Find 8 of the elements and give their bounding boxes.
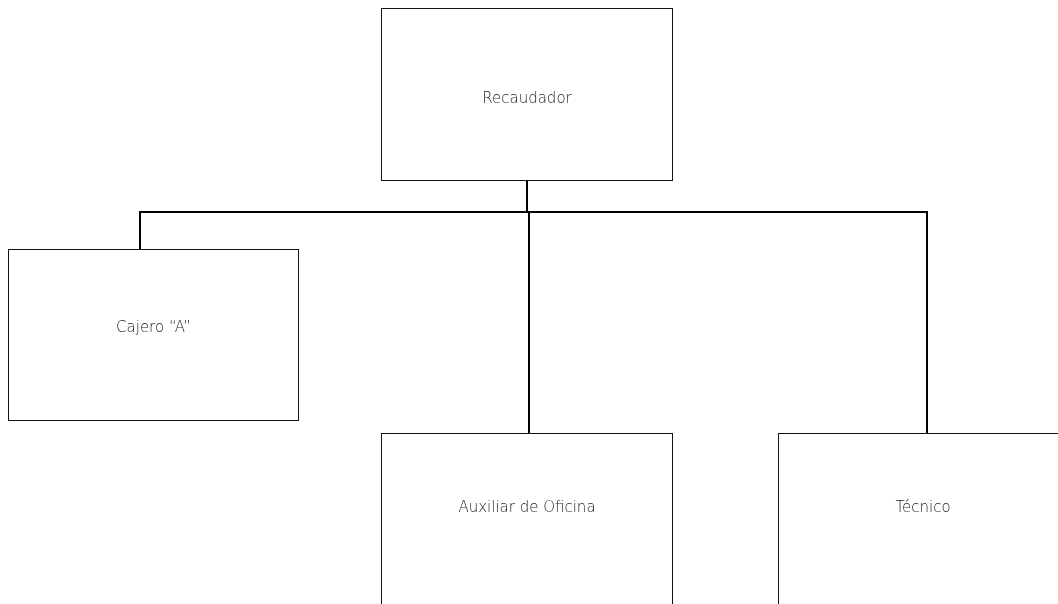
role-title: Cajero “A” [116, 318, 191, 336]
role-box [778, 433, 1058, 604]
role-title: Técnico [895, 498, 951, 516]
role-box [8, 249, 299, 421]
role-box [381, 433, 673, 604]
role-box [381, 8, 673, 181]
role-title: Recaudador [482, 89, 572, 107]
role-title: Auxiliar de Oficina [458, 498, 596, 516]
